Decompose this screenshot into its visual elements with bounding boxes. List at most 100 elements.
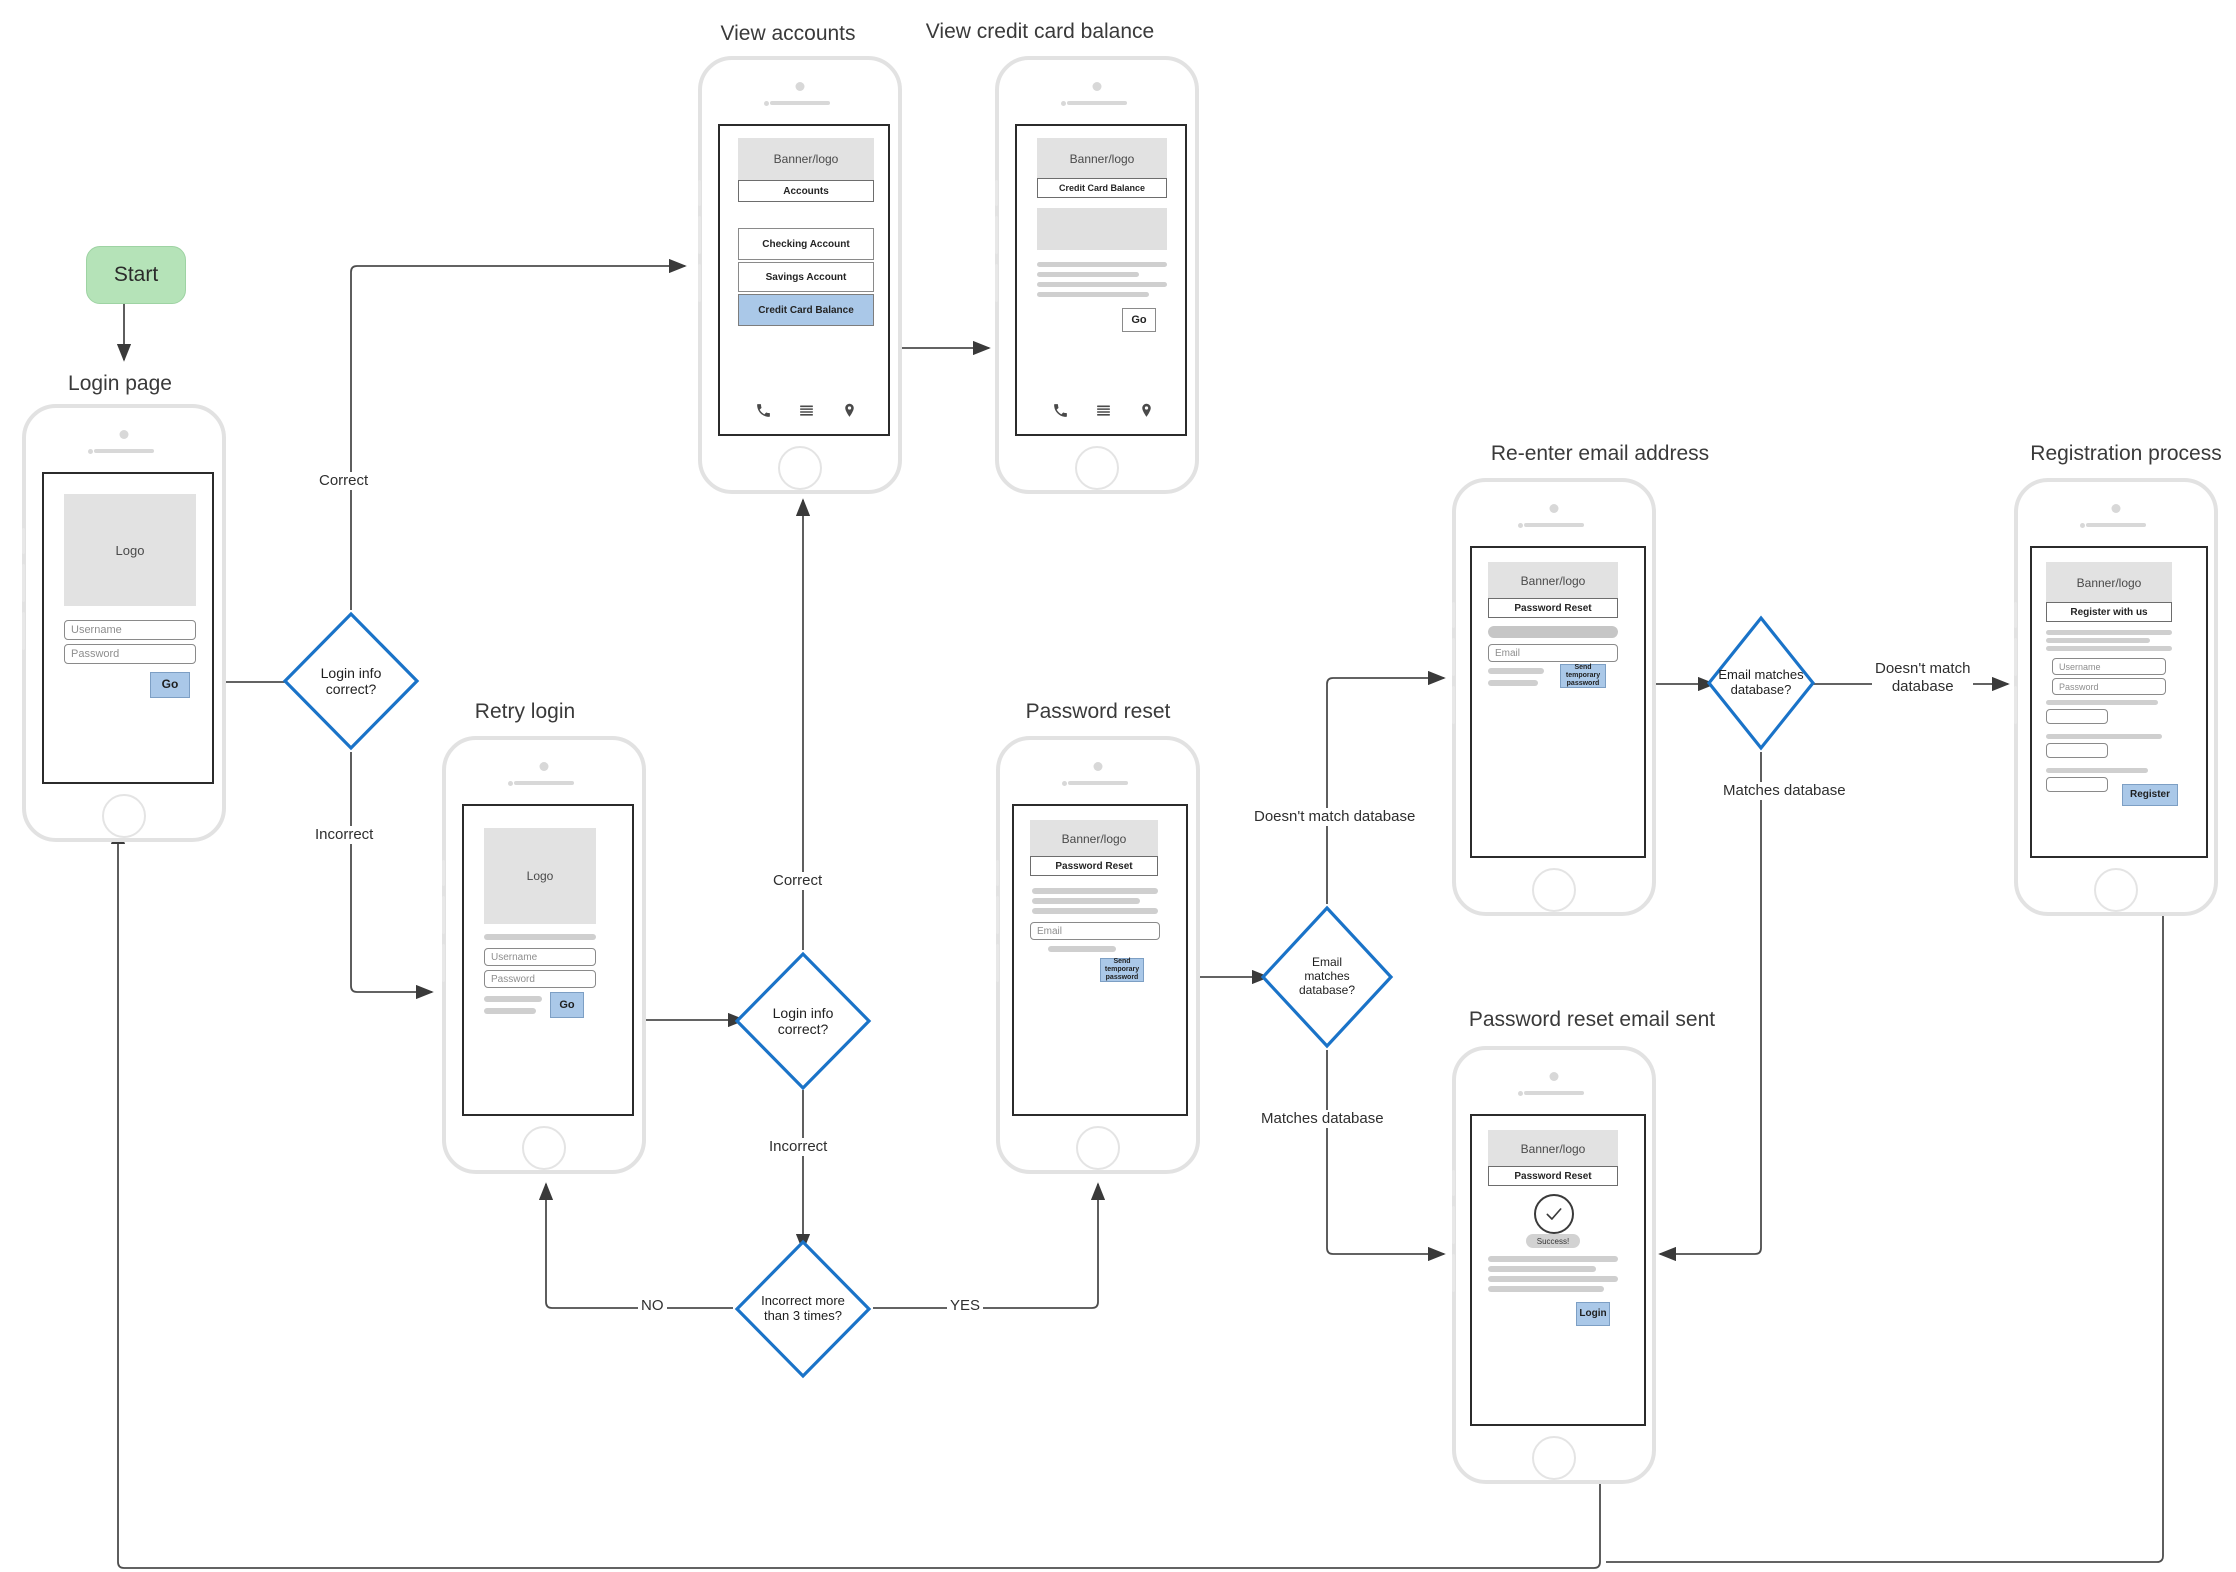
decision-email-matches-database-small[interactable]: Email matches database? [1259, 904, 1395, 1050]
email-input[interactable]: Email [1030, 922, 1160, 940]
banner-logo: Banner/logo [1488, 1130, 1618, 1168]
speaker-grill [514, 781, 574, 785]
banner-logo: Banner/logo [1037, 138, 1167, 180]
bottom-navbar [720, 398, 888, 422]
caption-reset-email-sent: Password reset email sent [1468, 1008, 1716, 1031]
email-input[interactable]: Email [1488, 644, 1618, 662]
home-button[interactable] [522, 1126, 566, 1170]
camera-dot-icon [1518, 1091, 1523, 1096]
login-button[interactable]: Login [1576, 1302, 1610, 1326]
location-pin-icon[interactable] [1138, 402, 1155, 419]
home-button[interactable] [2094, 868, 2138, 912]
text-line [1032, 888, 1158, 894]
go-button[interactable]: Go [1122, 308, 1156, 332]
username-input[interactable]: Username [64, 620, 196, 640]
earpiece-icon [1549, 504, 1559, 513]
go-button[interactable]: Go [550, 992, 584, 1018]
credit-card-balance-header-tab[interactable]: Credit Card Balance [1037, 178, 1167, 198]
camera-dot-icon [508, 781, 513, 786]
edge-label-line-2: database [1891, 678, 1954, 695]
earpiece-icon [1549, 1072, 1559, 1081]
side-button [1452, 638, 1455, 676]
camera-dot-icon [1061, 101, 1066, 106]
text-line [1488, 1256, 1618, 1262]
check-icon [1534, 1194, 1574, 1234]
side-button [996, 944, 999, 982]
phone-icon[interactable] [1052, 402, 1069, 419]
account-item-checking[interactable]: Checking Account [738, 228, 874, 260]
decision-login-info-correct-1[interactable]: Login info correct? [281, 610, 421, 752]
password-reset-header-tab[interactable]: Password Reset [1488, 1166, 1618, 1186]
send-temporary-password-button[interactable]: Send temporary password [1560, 664, 1606, 688]
speaker-grill [94, 449, 154, 453]
logo-placeholder: Logo [484, 828, 596, 924]
text-line [2046, 646, 2172, 651]
decision-incorrect-more-than-3-times[interactable]: Incorrect more than 3 times? [733, 1238, 873, 1380]
password-input[interactable]: Password [484, 970, 596, 988]
menu-icon[interactable] [798, 402, 815, 419]
phone-icon[interactable] [755, 402, 772, 419]
menu-icon[interactable] [1095, 402, 1112, 419]
password-reset-header-tab[interactable]: Password Reset [1030, 856, 1158, 876]
phone-retry-login: Logo Username Password Go [442, 736, 646, 1174]
register-with-us-header-tab[interactable]: Register with us [2046, 602, 2172, 622]
account-item-credit-card-balance[interactable]: Credit Card Balance [738, 294, 874, 326]
home-button[interactable] [102, 794, 146, 838]
decision-label-line-1: Incorrect more [761, 1293, 845, 1309]
edge-label-incorrect-left: Incorrect [312, 826, 377, 844]
password-input[interactable]: Password [2052, 678, 2166, 695]
side-button [698, 216, 701, 254]
home-button[interactable] [1076, 1126, 1120, 1170]
text-line [1488, 1286, 1604, 1292]
extra-field-1[interactable] [2046, 709, 2108, 724]
speaker-grill [770, 101, 830, 105]
success-badge: Success! [1526, 1234, 1580, 1248]
username-input[interactable]: Username [2052, 658, 2166, 675]
speaker-grill [1524, 523, 1584, 527]
caption-view-accounts: View accounts [720, 22, 856, 45]
go-button[interactable]: Go [150, 672, 190, 698]
decision-label-line-1: Email matches [1718, 667, 1804, 683]
password-reset-header-tab[interactable]: Password Reset [1488, 598, 1618, 618]
text-line [1048, 946, 1116, 952]
username-input[interactable]: Username [484, 948, 596, 966]
extra-field-2[interactable] [2046, 743, 2108, 758]
text-line [1488, 680, 1538, 686]
side-button [995, 216, 998, 254]
password-input[interactable]: Password [64, 644, 196, 664]
decision-email-matches-database-big[interactable]: Email matches database? [1705, 614, 1817, 752]
side-button [1452, 1170, 1455, 1196]
highlighted-text-line [1488, 626, 1618, 638]
home-button[interactable] [1075, 446, 1119, 490]
phone-view-credit-card-balance: Banner/logo Credit Card Balance Go [995, 56, 1199, 494]
edge-label-yes: YES [947, 1297, 984, 1315]
earpiece-icon [2111, 504, 2121, 513]
camera-dot-icon [764, 101, 769, 106]
logo-placeholder: Logo [64, 494, 196, 606]
decision-label-line-2: database? [1730, 682, 1792, 697]
register-button[interactable]: Register [2122, 784, 2178, 806]
decision-label-line-1: Login info [320, 664, 382, 681]
decision-login-info-correct-2[interactable]: Login info correct? [733, 950, 873, 1092]
caption-view-credit-card-balance: View credit card balance [925, 20, 1155, 43]
banner-logo: Banner/logo [2046, 562, 2172, 604]
edge-label-matches-database-right: Matches database [1720, 782, 1849, 800]
side-button [996, 896, 999, 934]
send-temporary-password-button[interactable]: Send temporary password [1100, 958, 1144, 982]
location-pin-icon[interactable] [841, 402, 858, 419]
earpiece-icon [119, 430, 129, 439]
text-line [484, 996, 542, 1002]
account-item-savings[interactable]: Savings Account [738, 262, 874, 292]
home-button[interactable] [1532, 1436, 1576, 1480]
accounts-header-tab[interactable]: Accounts [738, 180, 874, 202]
text-line [1037, 262, 1167, 267]
speaker-grill [1067, 101, 1127, 105]
edge-label-correct-top: Correct [316, 472, 372, 490]
banner-logo: Banner/logo [1488, 562, 1618, 600]
home-button[interactable] [1532, 868, 1576, 912]
home-button[interactable] [778, 446, 822, 490]
side-button [698, 180, 701, 206]
start-node[interactable]: Start [86, 246, 186, 304]
screen-retry-login: Logo Username Password Go [462, 804, 634, 1116]
extra-field-3[interactable] [2046, 777, 2108, 792]
